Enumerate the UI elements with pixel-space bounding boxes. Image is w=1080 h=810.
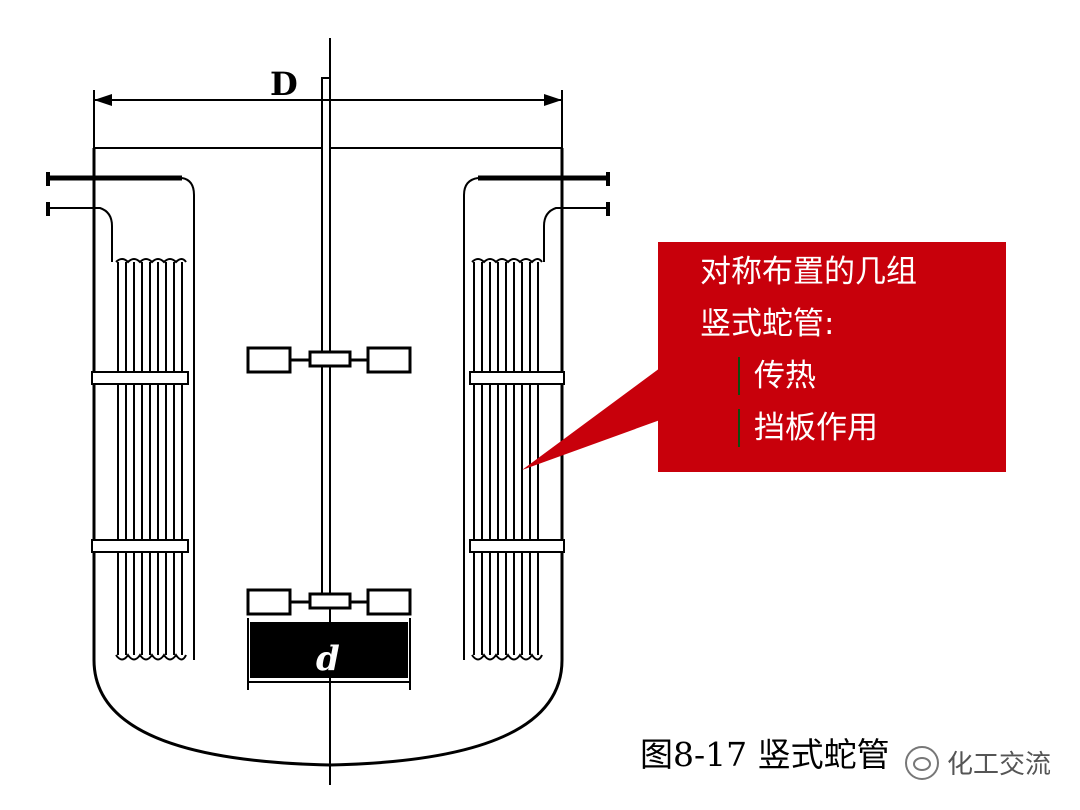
callout-text: 对称布置的几组 竖式蛇管: 传热 挡板作用 bbox=[700, 246, 1000, 454]
green-square-bullet-icon bbox=[738, 357, 740, 395]
vessel-diameter-label: D bbox=[270, 65, 298, 103]
green-square-bullet-icon bbox=[738, 409, 740, 447]
bullet-label-2: 挡板作用 bbox=[754, 410, 878, 446]
callout-line2: 竖式蛇管: bbox=[700, 306, 835, 342]
right-coil-bundle bbox=[463, 172, 610, 661]
callout-bullet-1: 传热 bbox=[738, 350, 1000, 402]
callout-box bbox=[522, 242, 1006, 472]
bullet-label-1: 传热 bbox=[754, 358, 816, 394]
callout-background bbox=[658, 242, 1006, 472]
callout-pointer bbox=[522, 368, 660, 470]
lower-impeller bbox=[246, 588, 412, 616]
left-coil-bundle bbox=[46, 172, 195, 661]
agitator-shaft bbox=[321, 77, 331, 609]
watermark-text: 化工交流 bbox=[947, 750, 1052, 780]
callout-bullet-2: 挡板作用 bbox=[738, 402, 1000, 454]
impeller-diameter-label: d bbox=[316, 639, 340, 679]
upper-impeller bbox=[246, 346, 412, 374]
figure-caption: 图8-17 竖式蛇管 bbox=[640, 735, 890, 774]
watermark: 化工交流 bbox=[905, 744, 1051, 781]
callout-line1: 对称布置的几组 bbox=[700, 254, 917, 290]
impeller-diameter-block bbox=[250, 622, 408, 678]
wechat-logo-icon bbox=[905, 745, 939, 780]
